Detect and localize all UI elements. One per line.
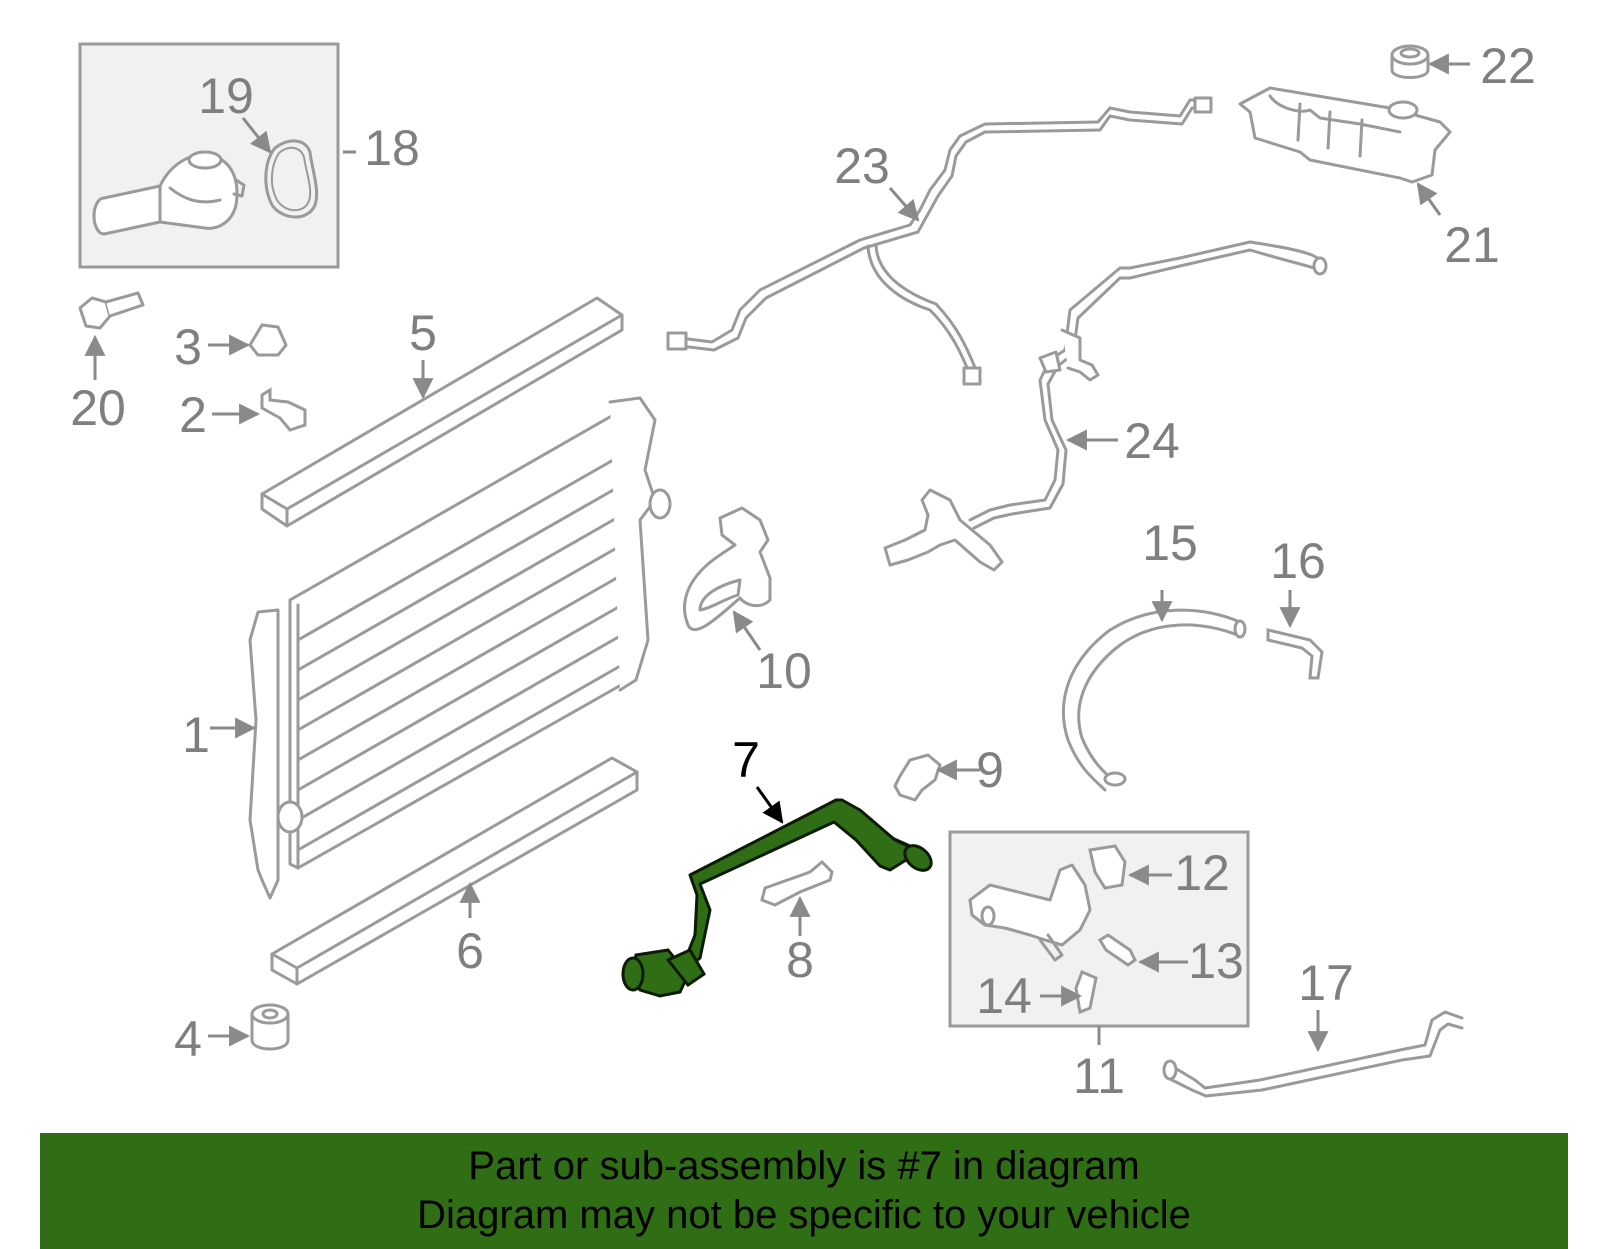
label-18: 18: [364, 120, 420, 176]
label-8: 8: [786, 932, 814, 988]
part-21-reservoir-drawing[interactable]: [1238, 86, 1452, 184]
part-6-lower-seal-drawing[interactable]: [270, 756, 639, 986]
label-3: 3: [174, 319, 202, 375]
label-11: 11: [1073, 1048, 1125, 1104]
part-11-valve-drawing: [968, 863, 1092, 962]
label-19: 19: [198, 68, 254, 124]
banner-line-1: Part or sub-assembly is #7 in diagram: [468, 1144, 1140, 1188]
part-4-isolator-drawing[interactable]: [250, 1003, 290, 1051]
part-2-bracket-drawing[interactable]: [260, 387, 307, 432]
label-9: 9: [976, 742, 1004, 798]
label-15: 15: [1142, 515, 1198, 571]
label-4: 4: [174, 1011, 202, 1067]
part-20-bolt-drawing[interactable]: [78, 291, 145, 330]
label-1: 1: [182, 707, 210, 763]
part-24-hose-drawing[interactable]: [883, 240, 1328, 572]
part-8-bracket-drawing[interactable]: [760, 859, 834, 907]
label-13: 13: [1188, 933, 1244, 989]
part-9-clamp-drawing[interactable]: [893, 753, 942, 802]
part-10-hose-drawing[interactable]: [683, 506, 772, 632]
label-17: 17: [1298, 955, 1354, 1011]
label-14: 14: [976, 968, 1032, 1024]
label-10: 10: [756, 643, 812, 699]
part-5-upper-seal-drawing[interactable]: [260, 296, 624, 528]
part-22-cap-drawing[interactable]: [1390, 44, 1430, 79]
banner-background: [40, 1133, 1568, 1249]
label-12: 12: [1174, 845, 1230, 901]
part-1-radiator-drawing[interactable]: [248, 396, 672, 900]
label-23: 23: [834, 138, 890, 194]
label-5: 5: [409, 305, 437, 361]
banner-line-2: Diagram may not be specific to your vehi…: [417, 1193, 1191, 1237]
part-13-sensor-drawing[interactable]: [1097, 933, 1137, 967]
label-20: 20: [70, 380, 126, 436]
label-6: 6: [456, 923, 484, 979]
part-11-box[interactable]: [948, 830, 1250, 1028]
info-banner: Part or sub-assembly is #7 in diagram Di…: [40, 1133, 1568, 1249]
part-7-hose-drawing[interactable]: [621, 798, 936, 998]
part-labels: 1 2 3 4 5 6 7 8 9 10 11 12 13 14 15 16 1…: [70, 38, 1536, 1104]
label-7: 7: [732, 732, 760, 788]
label-16: 16: [1270, 533, 1326, 589]
label-24: 24: [1124, 413, 1180, 469]
part-16-small-hose-drawing[interactable]: [1266, 628, 1324, 680]
part-15-hose-drawing[interactable]: [1061, 608, 1247, 792]
label-22: 22: [1480, 38, 1536, 94]
part-18-thermostat-housing-box[interactable]: [78, 42, 340, 269]
part-23-wiring-harness-drawing[interactable]: [666, 96, 1213, 386]
part-17-tube-drawing[interactable]: [1162, 1010, 1464, 1098]
part-19-thermostat-housing-drawing: [92, 150, 246, 236]
label-2: 2: [179, 387, 207, 443]
part-12-seal-drawing[interactable]: [1088, 844, 1127, 890]
part-3-clip-drawing[interactable]: [248, 323, 288, 357]
label-21: 21: [1444, 217, 1500, 273]
